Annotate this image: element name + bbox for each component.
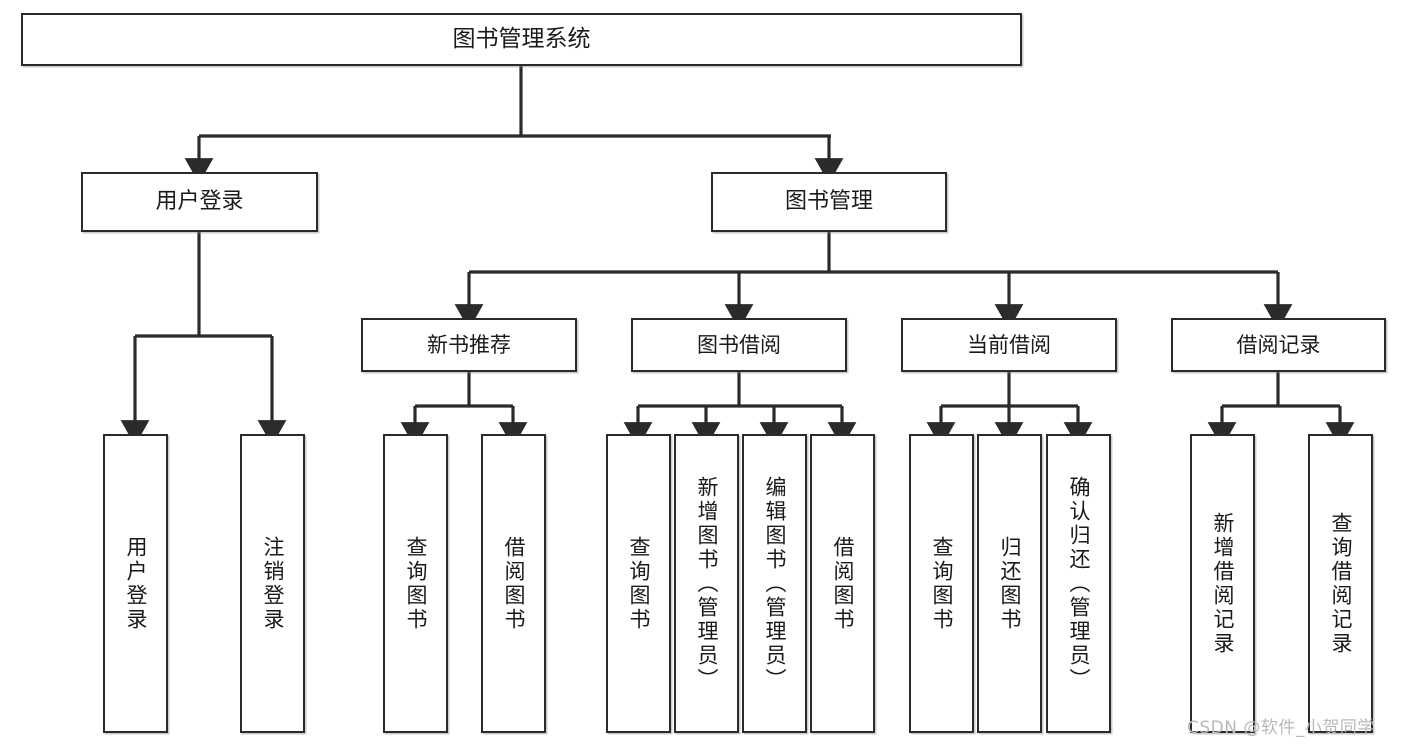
node-new-book-recommend-label: 新书推荐 bbox=[427, 332, 511, 357]
node-book-manage[interactable]: 图书管理 bbox=[711, 172, 947, 232]
node-leaf-confirm-return[interactable]: 确认归还（管理员） bbox=[1046, 434, 1111, 733]
node-leaf-query-record-label: 查询借阅记录 bbox=[1329, 511, 1353, 656]
node-new-book-recommend[interactable]: 新书推荐 bbox=[361, 318, 577, 372]
node-user-login[interactable]: 用户登录 bbox=[81, 172, 318, 232]
node-leaf-borrow-book-1-label: 借阅图书 bbox=[502, 535, 526, 632]
node-leaf-add-book[interactable]: 新增图书（管理员） bbox=[674, 434, 739, 733]
node-leaf-user-login-label: 用户登录 bbox=[124, 535, 148, 632]
node-current-borrow[interactable]: 当前借阅 bbox=[901, 318, 1117, 372]
node-root-label: 图书管理系统 bbox=[452, 25, 591, 52]
node-leaf-borrow-book-2[interactable]: 借阅图书 bbox=[810, 434, 875, 733]
node-book-manage-label: 图书管理 bbox=[784, 189, 873, 215]
node-borrow-record[interactable]: 借阅记录 bbox=[1171, 318, 1386, 372]
node-current-borrow-label: 当前借阅 bbox=[967, 332, 1051, 357]
node-leaf-borrow-book-2-label: 借阅图书 bbox=[831, 535, 855, 632]
node-leaf-query-book-1-label: 查询图书 bbox=[404, 535, 428, 632]
node-borrow-record-label: 借阅记录 bbox=[1236, 332, 1321, 357]
node-leaf-add-book-label: 新增图书（管理员） bbox=[695, 475, 719, 692]
node-leaf-return-book-label: 归还图书 bbox=[998, 535, 1022, 632]
node-leaf-confirm-return-label: 确认归还（管理员） bbox=[1067, 475, 1091, 692]
node-leaf-edit-book[interactable]: 编辑图书（管理员） bbox=[742, 434, 807, 733]
node-leaf-return-book[interactable]: 归还图书 bbox=[977, 434, 1042, 733]
node-leaf-query-book-3-label: 查询图书 bbox=[930, 535, 954, 632]
node-leaf-query-book-2-label: 查询图书 bbox=[627, 535, 651, 632]
node-leaf-query-book-2[interactable]: 查询图书 bbox=[606, 434, 671, 733]
node-leaf-add-record[interactable]: 新增借阅记录 bbox=[1190, 434, 1255, 733]
node-user-login-label: 用户登录 bbox=[155, 189, 244, 215]
node-leaf-add-record-label: 新增借阅记录 bbox=[1211, 511, 1235, 656]
node-root[interactable]: 图书管理系统 bbox=[21, 13, 1022, 66]
node-leaf-query-record[interactable]: 查询借阅记录 bbox=[1308, 434, 1373, 733]
node-leaf-borrow-book-1[interactable]: 借阅图书 bbox=[481, 434, 546, 733]
node-leaf-logout-login-label: 注销登录 bbox=[261, 535, 285, 632]
node-leaf-query-book-1[interactable]: 查询图书 bbox=[383, 434, 448, 733]
node-leaf-user-login[interactable]: 用户登录 bbox=[103, 434, 168, 733]
node-leaf-logout-login[interactable]: 注销登录 bbox=[240, 434, 305, 733]
node-leaf-edit-book-label: 编辑图书（管理员） bbox=[763, 475, 787, 692]
node-leaf-query-book-3[interactable]: 查询图书 bbox=[909, 434, 974, 733]
node-book-borrow-label: 图书借阅 bbox=[697, 332, 781, 357]
node-book-borrow[interactable]: 图书借阅 bbox=[631, 318, 847, 372]
